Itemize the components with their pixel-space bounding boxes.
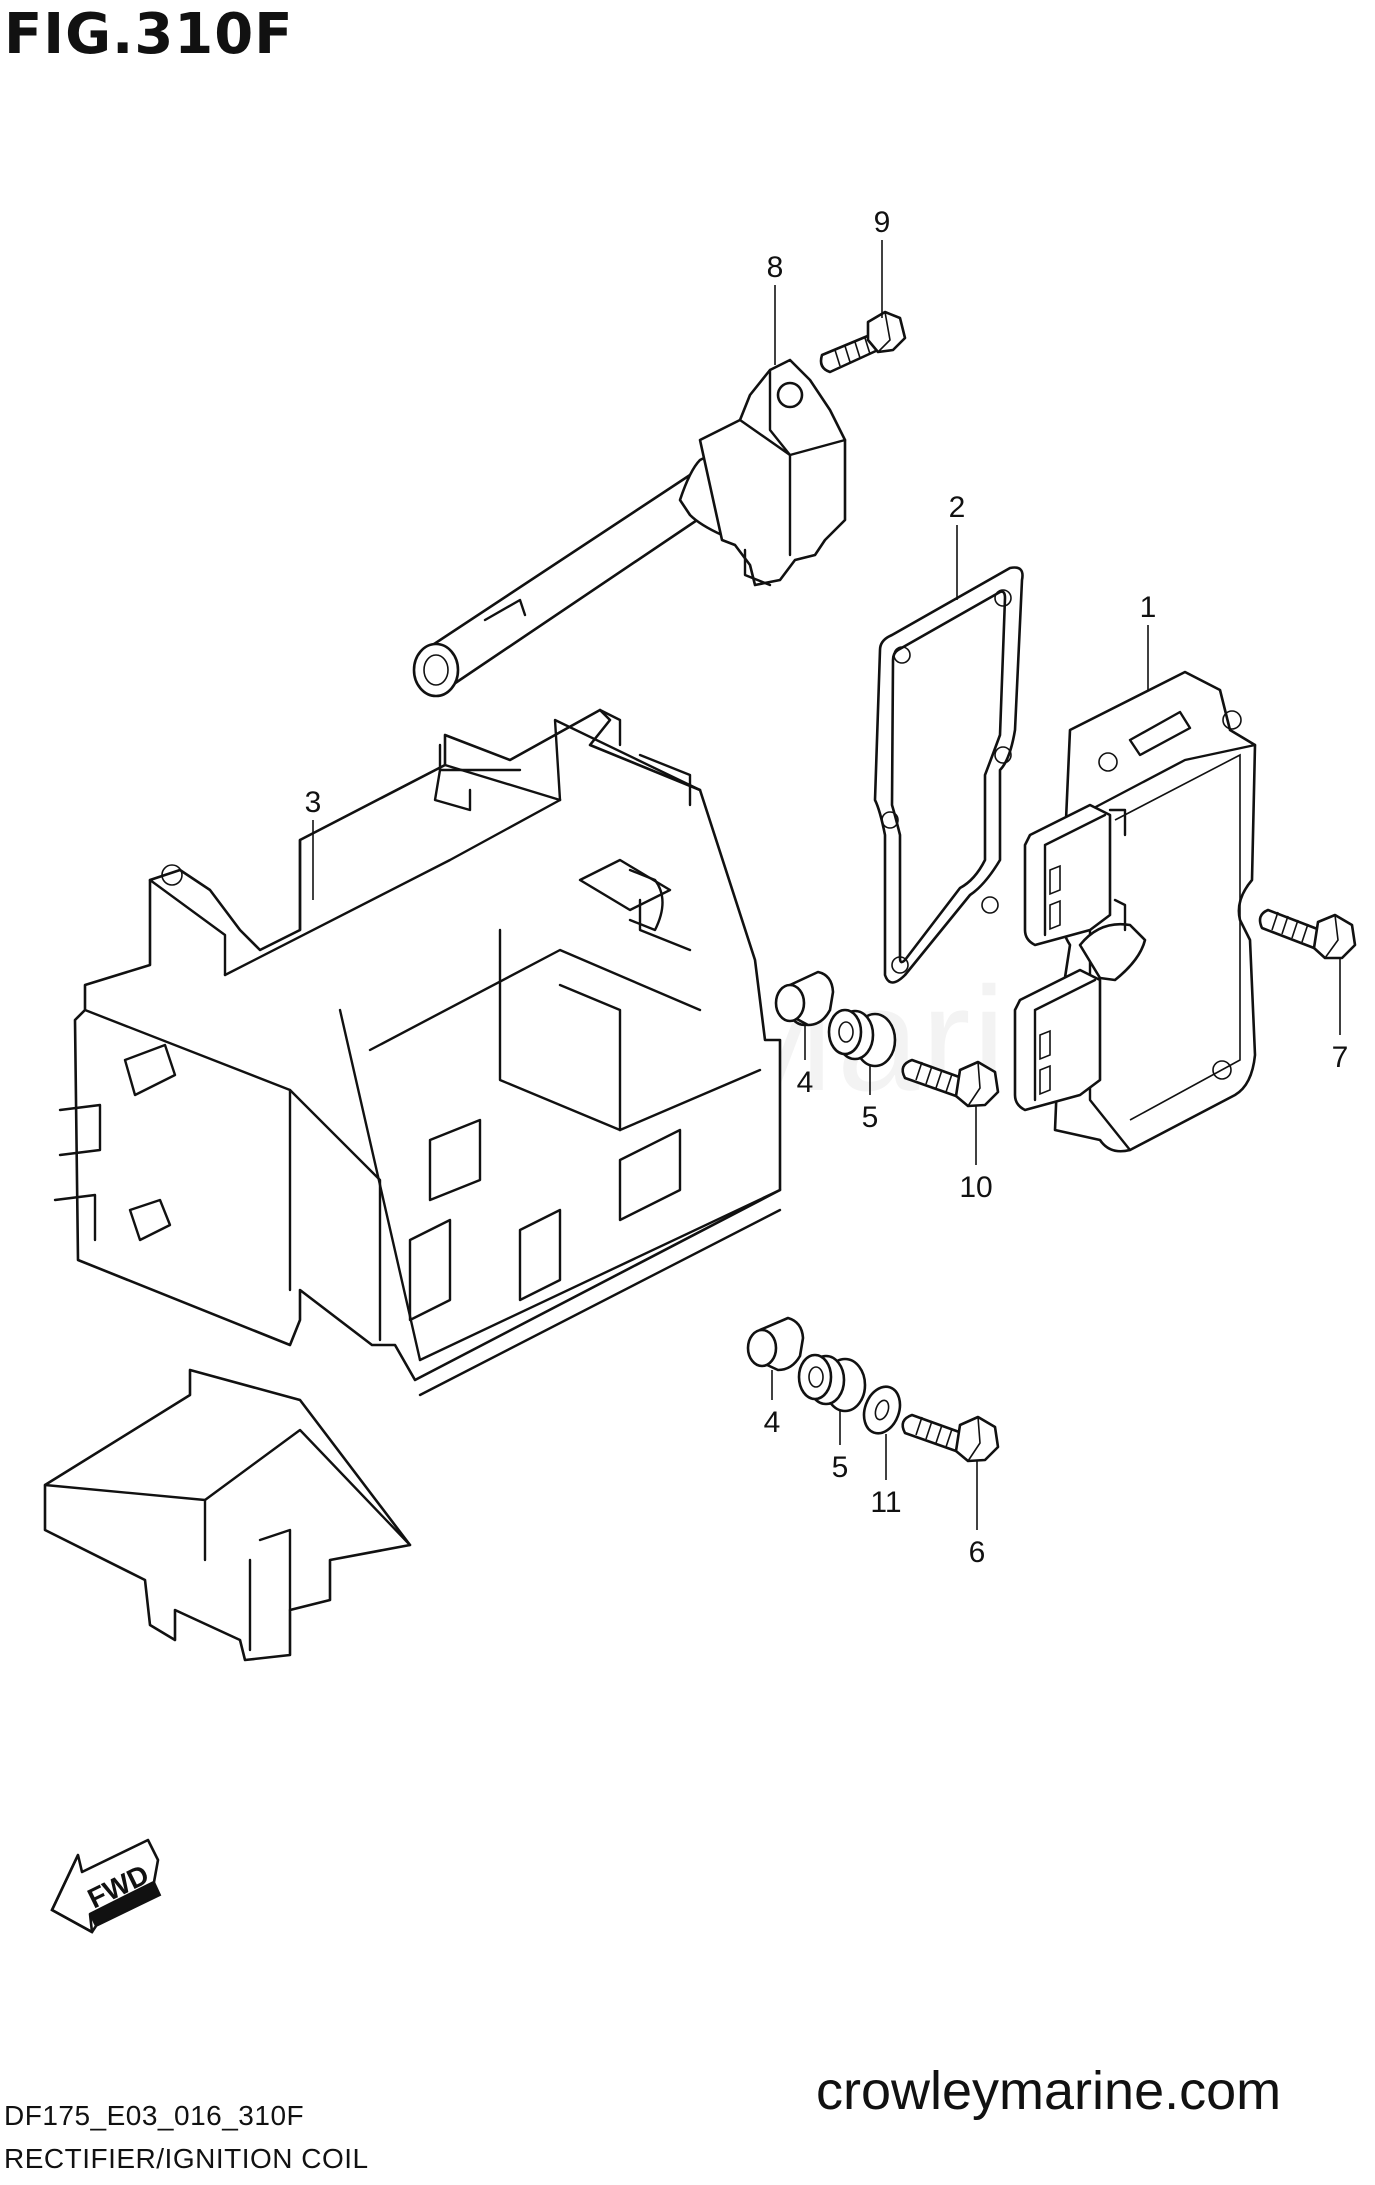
callout-1: 1 <box>1140 591 1157 624</box>
callout-10: 10 <box>959 1171 992 1204</box>
part-6-bolt[interactable] <box>901 1413 1000 1463</box>
callout-2: 2 <box>949 491 966 524</box>
callout-3: 3 <box>305 786 322 819</box>
part-4-collar-upper[interactable] <box>774 970 835 1027</box>
part-5-grommet-upper[interactable] <box>827 1008 897 1068</box>
callout-11: 11 <box>870 1486 901 1519</box>
callout-4a: 4 <box>797 1066 814 1099</box>
callout-5b: 5 <box>832 1451 849 1484</box>
diagram-caption: RECTIFIER/IGNITION COIL <box>4 2143 369 2174</box>
callout-5a: 5 <box>862 1101 879 1134</box>
part-8-ignition-coil[interactable] <box>412 358 847 698</box>
website-url[interactable]: crowleymarine.com <box>816 2061 1282 2121</box>
figure-title: FIG.310F <box>4 2 294 67</box>
part-9-bolt[interactable] <box>819 310 907 374</box>
callout-7: 7 <box>1332 1041 1349 1074</box>
callout-6: 6 <box>969 1536 986 1569</box>
callout-9: 9 <box>874 206 891 239</box>
part-11-washer[interactable] <box>858 1382 906 1439</box>
part-3-bracket[interactable] <box>43 708 782 1662</box>
part-4-collar-lower[interactable] <box>746 1316 805 1372</box>
part-7-bolt[interactable] <box>1258 908 1357 960</box>
leader-lines <box>312 240 1341 1530</box>
part-1-rectifier[interactable] <box>1013 670 1257 1153</box>
part-2-gasket[interactable] <box>873 566 1024 984</box>
callout-4b: 4 <box>764 1406 781 1439</box>
part-10-bolt[interactable] <box>901 1058 1000 1108</box>
callout-8: 8 <box>767 251 784 284</box>
fwd-arrow-icon: FWD <box>50 1838 162 1934</box>
callout-labels: 1 2 3 4 4 5 5 6 7 8 9 10 11 <box>305 206 1349 1569</box>
diagram-code: DF175_E03_016_310F <box>4 2100 305 2131</box>
part-5-grommet-lower[interactable] <box>797 1353 867 1413</box>
